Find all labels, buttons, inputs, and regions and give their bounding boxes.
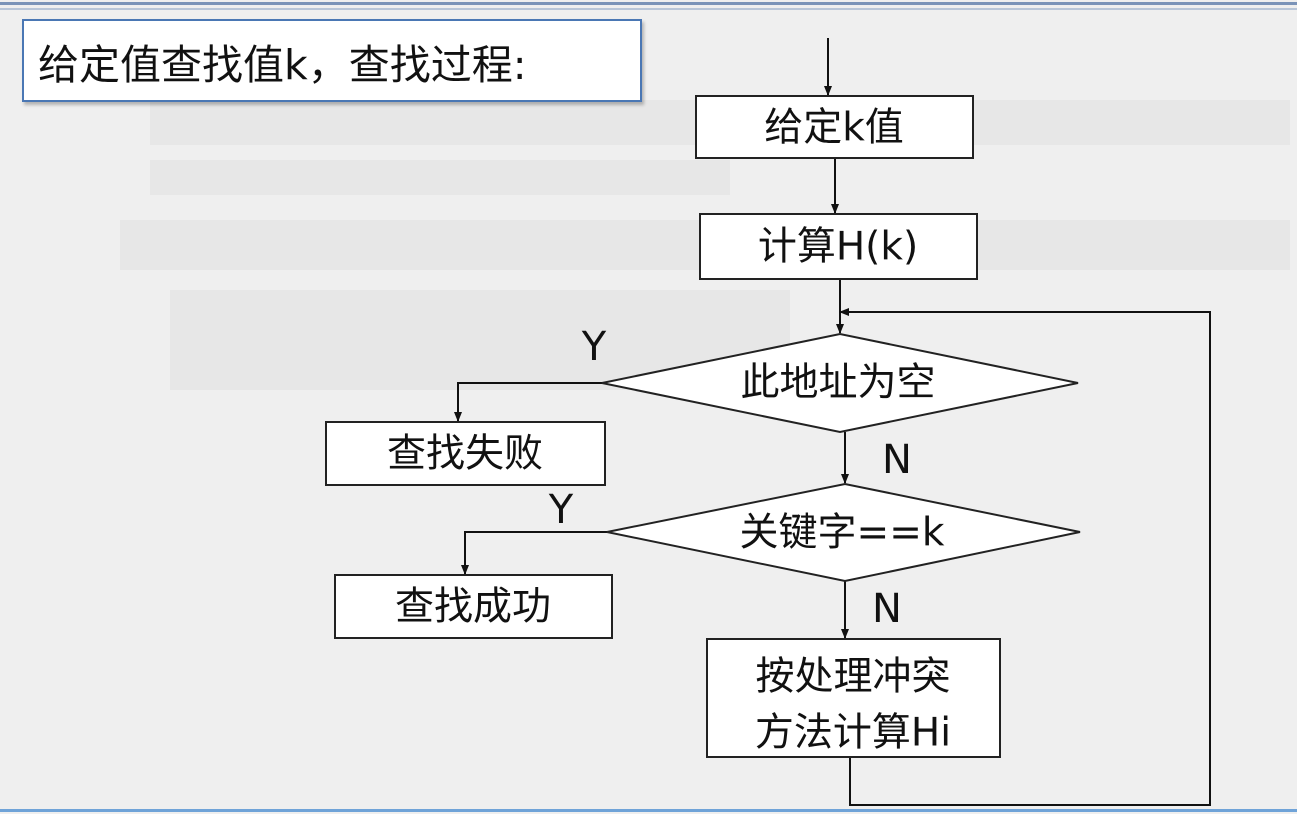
edge-label-empty-yes: Y: [581, 324, 607, 370]
node-collision-label-line1: 按处理冲突: [755, 655, 950, 700]
node-search-success-box: [334, 574, 613, 639]
node-key-equals-diamond: [606, 482, 1081, 583]
edge-key-yes: [461, 531, 607, 575]
node-search-fail-label: 查找失败: [387, 432, 543, 477]
node-collision-box: [706, 638, 1001, 758]
node-address-empty-diamond: [601, 332, 1079, 434]
top-border-line-secondary: [0, 8, 1297, 10]
node-compute-hk-box: [699, 213, 978, 280]
background-ghost-band: [150, 160, 730, 195]
node-collision-label-line2: 方法计算Hi: [755, 711, 951, 756]
page-title-text: 给定值查找值k，查找过程:: [38, 40, 527, 89]
edge-label-key-yes: Y: [548, 487, 574, 533]
edge-loop-back: [839, 308, 1211, 806]
node-address-empty-label: 此地址为空: [740, 361, 935, 406]
node-compute-hk-label: 计算H(k): [758, 225, 918, 270]
node-given-k-box: [695, 95, 974, 159]
edge-label-key-no: N: [872, 586, 902, 632]
node-given-k-label: 给定k值: [764, 106, 904, 151]
node-search-fail-box: [325, 421, 606, 486]
page-title: 给定值查找值k，查找过程:: [22, 19, 642, 102]
edge-label-empty-no: N: [882, 437, 912, 483]
edge-empty-yes: [454, 382, 602, 422]
bottom-border-line: [0, 809, 1297, 812]
top-border-line: [0, 2, 1297, 5]
node-key-equals-label: 关键字==k: [740, 511, 945, 556]
node-search-success-label: 查找成功: [395, 585, 551, 630]
